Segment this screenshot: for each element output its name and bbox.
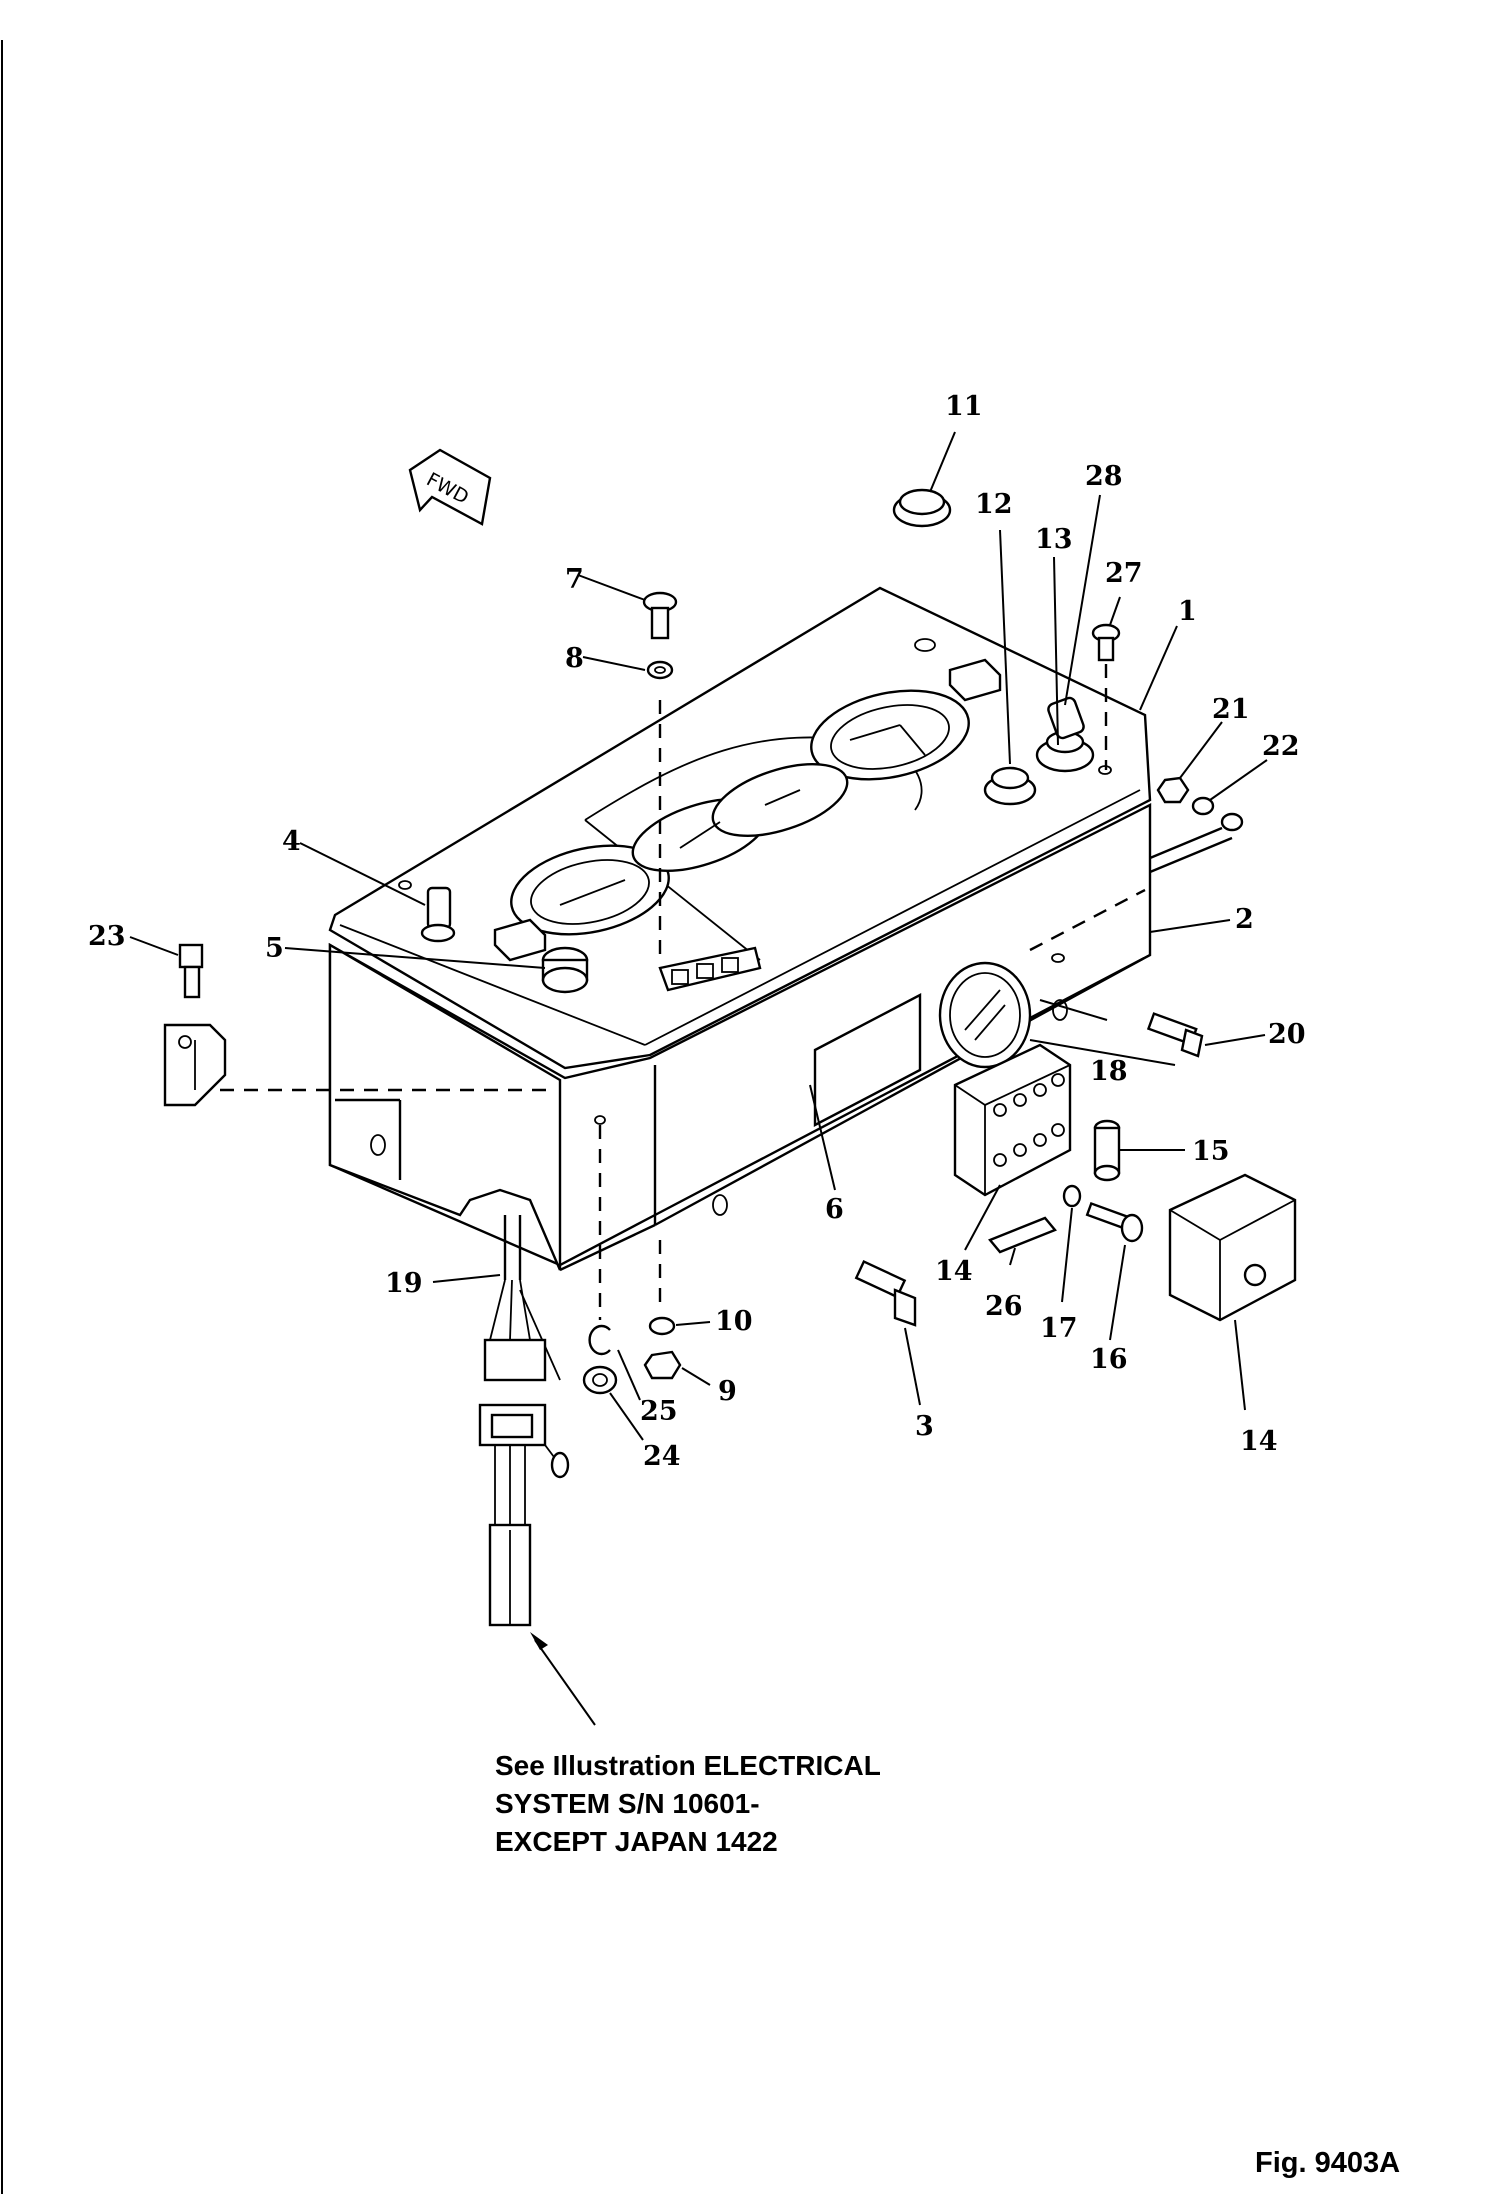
callout-15: 15: [1192, 1136, 1230, 1167]
callout-6: 6: [825, 1194, 844, 1225]
callout-21: 21: [1212, 694, 1250, 725]
harness-19: [478, 1215, 570, 1627]
figure-number: Fig. 9403A: [1255, 2147, 1400, 2179]
callout-7: 7: [565, 564, 584, 595]
callout-2: 2: [1235, 904, 1254, 935]
bracket-23: [163, 1023, 227, 1107]
leader-lines: [129, 431, 1268, 1441]
fuse-cover-14: [1168, 1173, 1297, 1322]
plate-26: [988, 1216, 1057, 1254]
callout-16: 16: [1090, 1344, 1128, 1375]
lamp-5: [541, 946, 589, 994]
callout-17: 17: [1040, 1313, 1078, 1344]
washer-8: [646, 660, 674, 680]
note-arrow: [530, 1632, 596, 1726]
clip-25: [588, 1324, 611, 1356]
callout-28: 28: [1085, 461, 1123, 492]
wire-terminal: [1149, 812, 1244, 874]
callout-4: 4: [282, 826, 301, 857]
callout-20: 20: [1268, 1019, 1306, 1050]
callout-3: 3: [915, 1411, 934, 1442]
bolt-3: [854, 1259, 917, 1327]
screw-16: [1085, 1201, 1144, 1243]
callout-13: 13: [1035, 524, 1073, 555]
washer-22: [1191, 796, 1215, 816]
callout-10: 10: [715, 1306, 753, 1337]
fuse-box-14: [953, 1043, 1072, 1197]
screw-23: [178, 943, 204, 999]
note-line-2: SYSTEM S/N 10601-: [495, 1788, 760, 1819]
nut-9: [643, 1350, 682, 1380]
note-line-3: EXCEPT JAPAN 1422: [495, 1826, 778, 1857]
callout-8: 8: [565, 643, 584, 674]
forward-arrow-icon: FWD: [408, 448, 492, 526]
button-12: [983, 766, 1037, 806]
reference-note: See Illustration ELECTRICAL SYSTEM S/N 1…: [495, 1750, 881, 1857]
dashed-guides: [220, 640, 1146, 1320]
callout-12: 12: [975, 489, 1013, 520]
fuse-15: [1093, 1119, 1121, 1182]
callout-1: 1: [1178, 596, 1197, 627]
callout-11: 11: [945, 391, 983, 422]
callout-26: 26: [985, 1291, 1023, 1322]
callout-14b: 14: [1240, 1426, 1278, 1457]
washer-10: [648, 1316, 676, 1336]
screw-27: [1091, 623, 1121, 662]
washer-17: [1062, 1184, 1082, 1208]
callout-22: 22: [1262, 731, 1300, 762]
switch-4: [420, 886, 456, 943]
callout-25: 25: [640, 1396, 678, 1427]
cap-11: [892, 488, 952, 528]
bolt-20: [1146, 1012, 1204, 1058]
panel-body: [328, 586, 1152, 1272]
callout-labels: 11 28 12 13 27 1 21 22 2 20 18 15 6 14 2…: [88, 391, 1306, 1472]
callout-14a: 14: [935, 1256, 973, 1287]
screw-7: [642, 591, 678, 640]
nut-21: [1156, 776, 1190, 804]
note-line-1: See Illustration ELECTRICAL: [495, 1750, 881, 1781]
callout-19: 19: [385, 1268, 423, 1299]
callout-9: 9: [718, 1376, 737, 1407]
callout-5: 5: [265, 933, 284, 964]
callout-18: 18: [1090, 1056, 1128, 1087]
callout-24: 24: [643, 1441, 681, 1472]
grommet-24: [582, 1365, 618, 1395]
callout-27: 27: [1105, 558, 1143, 589]
callout-23: 23: [88, 921, 126, 952]
